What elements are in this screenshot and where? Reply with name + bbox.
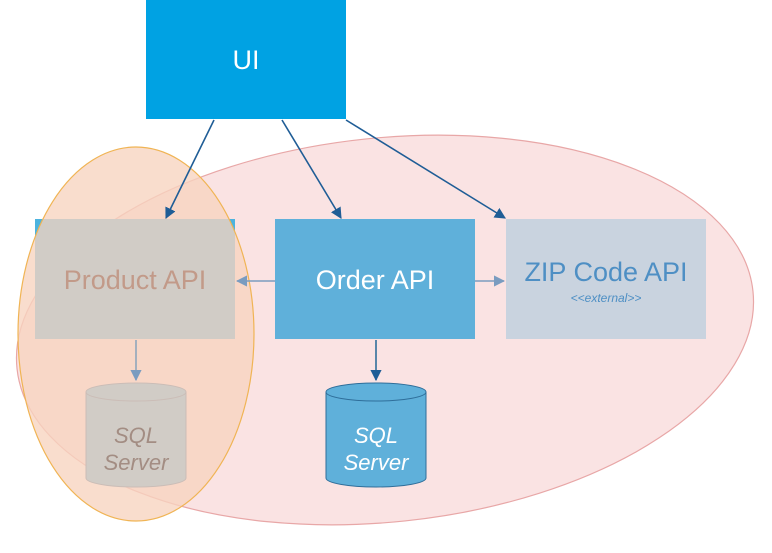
order-api-box[interactable] (275, 219, 475, 339)
arrow-ui-to-zip-code-api (345, 119, 506, 219)
ui-box[interactable] (146, 0, 346, 119)
arrow-ui-to-product-api (165, 119, 215, 220)
ui-label: UI (233, 45, 260, 75)
order-sql-server-db[interactable] (325, 382, 427, 488)
order-db-label-line1: SQL (354, 423, 398, 448)
arrow-ui-to-order-api (281, 119, 342, 219)
product-db-label-line1: SQL (114, 423, 158, 448)
product-db-label-line2: Server (104, 450, 170, 475)
zip-code-api-label: ZIP Code API (524, 257, 687, 287)
product-api-label: Product API (64, 265, 207, 295)
order-db-label-line2: Server (344, 450, 410, 475)
zip-code-api-box[interactable] (506, 219, 706, 339)
order-api-label: Order API (316, 265, 435, 295)
external-stereotype-label: <<external>> (571, 291, 642, 305)
product-context-ellipse (17, 146, 255, 522)
